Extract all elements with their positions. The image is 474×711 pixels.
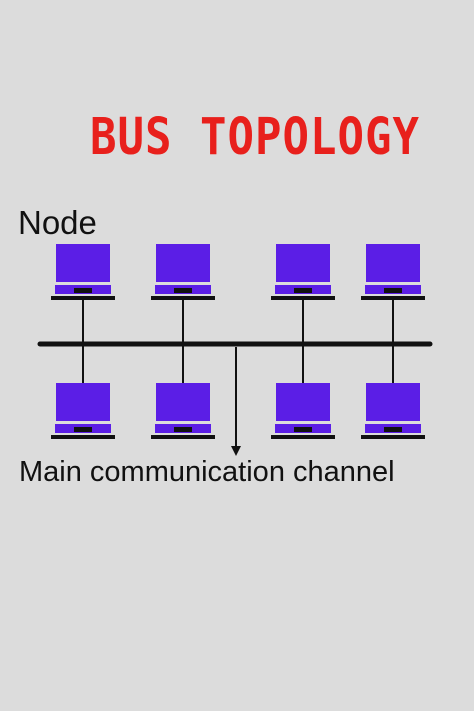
channel-arrow	[231, 347, 241, 456]
laptop-icon	[271, 244, 335, 300]
node-label: Node	[18, 204, 97, 241]
laptop-nodes	[51, 244, 425, 439]
laptop-icon	[151, 383, 215, 439]
laptop-icon	[51, 383, 115, 439]
laptop-icon	[361, 244, 425, 300]
diagram-title: BUS TOPOLOGY	[90, 108, 420, 167]
laptop-icon	[271, 383, 335, 439]
laptop-icon	[361, 383, 425, 439]
laptop-icon	[51, 244, 115, 300]
channel-label: Main communication channel	[19, 456, 395, 488]
node-connectors	[82, 300, 394, 383]
laptop-icon	[151, 244, 215, 300]
